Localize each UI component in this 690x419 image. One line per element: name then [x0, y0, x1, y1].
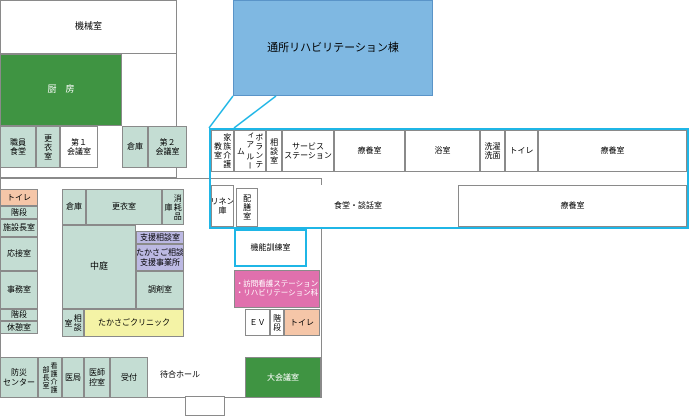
room-shokudo-danwa: 食堂・談話室	[258, 185, 458, 227]
room-shokuin-shokudo: 職員 食堂	[0, 126, 36, 168]
room-ev: ＥＶ	[245, 309, 270, 336]
room-shisetsuchoshitsu: 施設長室	[0, 219, 38, 237]
entrance-porch	[185, 396, 225, 416]
room-ryoyoshitsu-1: 療養室	[334, 130, 405, 172]
room-tsusho-rehab: 通所リハビリテーション棟	[233, 0, 433, 96]
room-kaidan-l1: 階段	[0, 206, 38, 219]
room-sodanshitsu-l: 相談室	[62, 309, 84, 337]
room-kaigishitsu-1: 第１ 会議室	[60, 126, 98, 168]
room-houmon-kango: ・訪問看護ステーション ・リハビリテーション科	[234, 270, 320, 308]
room-volunteer: ボランティア ルーム	[234, 130, 266, 172]
room-sodanshitsu-r: 相談室	[266, 130, 282, 172]
room-jimushitsu: 事務室	[0, 271, 38, 309]
room-kango-kaigo: 看護介護 部長室	[38, 357, 62, 398]
room-koishitsu-top: 更衣室	[36, 126, 60, 168]
room-soko-top: 倉庫	[122, 126, 148, 168]
room-ikyoku: 医局	[62, 357, 84, 398]
room-nakaniwa: 中庭	[62, 225, 136, 309]
room-osetsushitsu: 応接室	[0, 237, 38, 271]
room-kikaishitsu: 機械室	[0, 0, 177, 54]
room-toilet-l: トイレ	[0, 189, 38, 206]
room-service-station: サービス ステーション	[282, 130, 334, 172]
room-machiai-hall: 待合ホール	[150, 365, 210, 385]
room-chubo: 厨 房	[0, 54, 122, 126]
room-chozaishitsu: 調剤室	[136, 271, 184, 309]
room-sentaku: 洗濯 洗面	[480, 130, 505, 172]
room-uketsuke: 受付	[110, 357, 148, 398]
room-kyukeishitsu: 休憩室	[0, 321, 38, 334]
room-shien-sodan: 支援相談室	[136, 231, 184, 244]
room-yokushitsu: 浴室	[405, 130, 480, 172]
room-toilet-r: トイレ	[505, 130, 538, 172]
room-kino-kunren: 機能訓練室	[234, 229, 307, 267]
room-daikaigishitsu: 大会議室	[245, 357, 321, 398]
room-ishi-hikae: 医師 控室	[84, 357, 110, 398]
room-takasago-sodan: たかさご相談 支援事業所	[136, 244, 184, 271]
room-haizenshitsu: 配膳室	[236, 188, 258, 227]
room-linen: リネン 庫	[211, 185, 234, 227]
room-shodokuhin: 消耗品庫	[162, 189, 184, 225]
room-soko-mid: 倉庫	[62, 189, 86, 225]
room-takasago-clinic: たかさごクリニック	[84, 309, 184, 337]
room-kaidan-l2: 階段	[0, 309, 38, 321]
room-koishitsu-mid: 更衣室	[86, 189, 162, 225]
room-toilet-ev: トイレ	[284, 309, 320, 336]
room-ryoyoshitsu-2: 療養室	[538, 130, 687, 172]
room-kazoku-kaigo: 家族介護 教室	[211, 130, 234, 172]
right-wing-outline	[209, 128, 689, 229]
room-bosai-center: 防災 センター	[0, 357, 38, 398]
room-kaigishitsu-2: 第２ 会議室	[148, 126, 187, 168]
room-kaidan-r: 階段	[270, 309, 284, 336]
room-ryoyoshitsu-3: 療養室	[458, 185, 687, 227]
